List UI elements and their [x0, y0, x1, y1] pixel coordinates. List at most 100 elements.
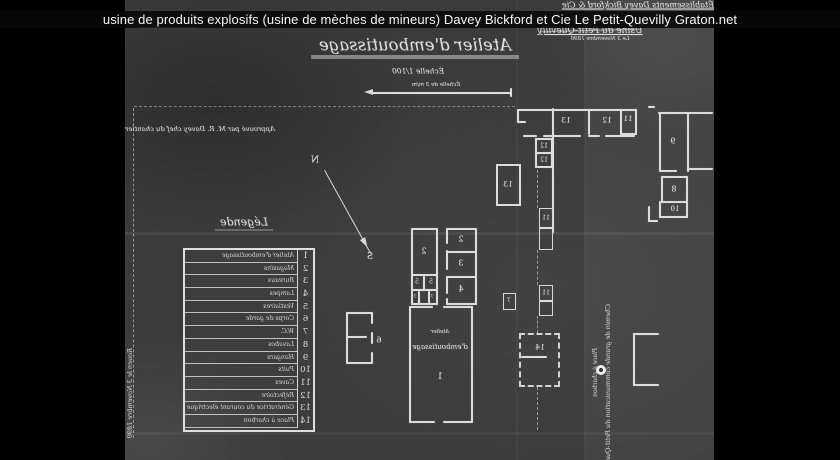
- legend-row-label: Lampes: [185, 288, 298, 301]
- scale-bar-tick: [510, 88, 512, 97]
- wall-segment: [446, 298, 448, 305]
- wall-segment: [635, 109, 637, 135]
- room-number-label: 1: [437, 372, 443, 382]
- legend-row: 4 Lampes: [185, 288, 313, 301]
- wall-segment: [661, 201, 688, 203]
- legend-row-number: 4: [302, 289, 309, 300]
- wall-segment: [471, 306, 473, 423]
- wall-segment: [446, 250, 448, 270]
- wall-segment: [428, 291, 430, 304]
- room-number-label: 11: [623, 115, 633, 123]
- room-number-label: 2: [458, 234, 464, 244]
- well-marker-icon: [596, 365, 606, 375]
- room-number-label: 11: [542, 289, 550, 297]
- room-number-label: 13: [503, 179, 513, 189]
- crease: [585, 0, 714, 460]
- compass-north-label: N: [310, 154, 320, 166]
- legend-row-label: Puits: [185, 364, 298, 377]
- room-number-label: 5: [415, 278, 419, 286]
- wall-segment: [517, 109, 519, 123]
- legend-row-number: 12: [300, 390, 311, 401]
- wall-segment: [446, 276, 448, 294]
- caption-text: usine de produits explosifs (usine de mè…: [102, 12, 738, 27]
- wall-segment: [543, 135, 581, 137]
- scale-bar-note: Échelle de 5 m/m: [411, 82, 461, 88]
- wall-segment: [409, 421, 435, 423]
- wall-segment: [552, 108, 554, 233]
- wall-segment: [371, 352, 373, 364]
- legend-title: Légende: [214, 215, 274, 231]
- plan-title: Atelier d'emboutissage: [310, 35, 520, 59]
- legend-row-label: Génératrice du courant électrique: [185, 402, 298, 415]
- legend-row-number: 5: [302, 301, 309, 312]
- margin-signature: Rouen le 3 Novembre 1890: [126, 348, 134, 439]
- wall-segment: [409, 306, 411, 423]
- wall-segment: [661, 176, 663, 203]
- wall-segment: [535, 166, 553, 168]
- outbuilding-box: [539, 208, 553, 250]
- legend-row-number: 3: [302, 276, 309, 287]
- wall-segment: [659, 201, 661, 218]
- plan-border-top: [134, 106, 515, 107]
- photo-image[interactable]: [125, 0, 714, 460]
- crease: [125, 432, 714, 435]
- wall-segment: [588, 135, 600, 137]
- wall-segment: [411, 228, 413, 305]
- wall-segment: [371, 332, 373, 344]
- coal-annotation: Place à charbon: [592, 348, 599, 397]
- legend-row-number: 10: [300, 365, 311, 376]
- room-number-label: 8: [671, 184, 677, 194]
- legend-row-label: Vestiaires: [185, 300, 298, 314]
- legend-row-label: Place à charbon: [185, 414, 298, 428]
- wall-segment: [539, 300, 553, 302]
- wall-segment: [346, 312, 373, 314]
- wall-segment: [687, 168, 713, 170]
- wall-segment: [523, 135, 537, 137]
- wall-segment: [648, 220, 658, 222]
- scale-bar-arrow-icon: [364, 89, 373, 95]
- legend-row-label: Hangars: [185, 351, 298, 365]
- room-number-label: 13: [561, 115, 571, 125]
- wall-segment: [588, 109, 590, 135]
- wall-segment: [686, 201, 688, 218]
- scale-label: Échelle 1/100: [391, 66, 445, 76]
- room-number-label: 6: [376, 335, 382, 345]
- well-marker-center: [599, 368, 603, 372]
- legend-row-label: Réfectoire: [185, 389, 298, 403]
- paper-texture: [125, 0, 714, 460]
- header-annotation-line1: Établissements Davey Bickford & Cie: [562, 0, 714, 10]
- axis-line: [537, 250, 538, 285]
- room-number-label: 14: [535, 342, 545, 352]
- coal-yard-enclosure: [519, 333, 560, 387]
- wall-segment: [535, 152, 553, 154]
- legend-row-label: Corps de garde: [185, 313, 298, 327]
- room-number-label: 5: [429, 278, 433, 286]
- wall-segment: [517, 121, 526, 123]
- wall-segment: [648, 106, 655, 108]
- legend-row: 6 Corps de garde: [185, 313, 313, 327]
- legend-row: 5 Vestiaires: [185, 300, 313, 314]
- wall-segment: [633, 333, 659, 335]
- header-annotation-line3: Le 3 Novembre 1890: [570, 36, 630, 42]
- room-number-label: 7: [413, 294, 417, 300]
- crease: [584, 0, 586, 460]
- wall-segment: [517, 109, 637, 111]
- approval-note: Approuvé par M. R. Davey chef du chantie…: [125, 125, 275, 133]
- wall-segment: [661, 176, 688, 178]
- wall-segment: [633, 333, 635, 386]
- legend-row-number: 6: [302, 314, 309, 325]
- legend-row-number: 13: [300, 403, 311, 414]
- room-number-label: 11: [542, 214, 550, 222]
- room-number-label: 12: [602, 115, 612, 125]
- wall-segment: [687, 112, 689, 172]
- wall-segment: [446, 303, 477, 305]
- wall-segment: [686, 176, 688, 203]
- wall-segment: [620, 109, 622, 135]
